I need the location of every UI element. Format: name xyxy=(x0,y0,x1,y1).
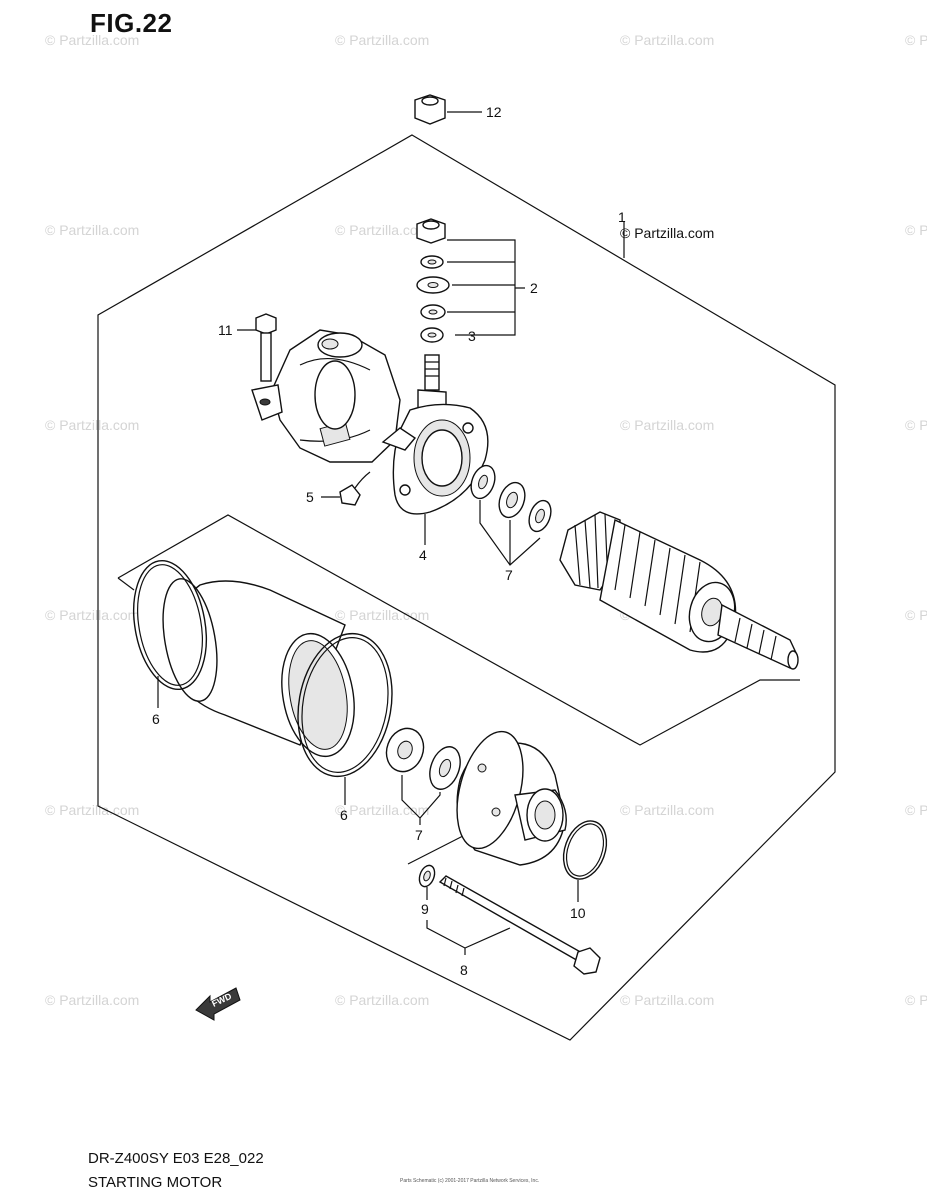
part-6-o-ring-left xyxy=(133,559,207,708)
watermark: © Partzilla.com xyxy=(620,992,714,1008)
part-6-o-ring-right xyxy=(297,632,393,805)
watermark: © Partzilla.com xyxy=(335,32,429,48)
armature xyxy=(559,511,799,670)
watermark: © Partzilla.com xyxy=(620,417,714,433)
watermark: © Partzilla.com xyxy=(335,992,429,1008)
callout-11: 11 xyxy=(218,322,233,338)
watermark: © Partzilla.com xyxy=(335,607,429,623)
callout-6: 6 xyxy=(152,711,160,727)
callout-7: 7 xyxy=(505,567,513,583)
watermark: © Partzilla.com xyxy=(45,802,139,818)
callout-1: 1 xyxy=(618,209,626,225)
callout-2: 2 xyxy=(530,280,538,296)
watermark: © Partzilla.com xyxy=(45,607,139,623)
part-5-brush-spring xyxy=(321,471,371,506)
part-2-washer-stack xyxy=(416,218,525,343)
watermark: © Partzilla.com xyxy=(620,802,714,818)
copyright-fine-print: Parts Schematic (c) 2001-2017 Partzilla … xyxy=(400,1178,540,1184)
callout-12: 12 xyxy=(486,104,502,120)
callout-7b: 7 xyxy=(415,827,423,843)
part-7-thrust-washers-upper xyxy=(470,464,552,566)
assembly-boundary xyxy=(97,134,836,1041)
assembly-watermark-label: © Partzilla.com xyxy=(620,225,714,241)
yoke-motor-case xyxy=(162,578,355,758)
fwd-direction-arrow: FWD xyxy=(195,987,241,1021)
watermark: © Partzilla.com xyxy=(905,417,927,433)
watermark: © Partzilla.com xyxy=(45,222,139,238)
part-11-bolt xyxy=(237,313,277,382)
watermark: © Partzilla.com xyxy=(335,222,429,238)
front-housing xyxy=(456,730,567,866)
watermark: © Partzilla.com xyxy=(905,32,927,48)
callout-10: 10 xyxy=(570,905,586,921)
callout-9: 9 xyxy=(421,901,429,917)
part-8-through-bolt xyxy=(426,875,601,975)
part-10-o-ring xyxy=(562,820,608,902)
watermark: © Partzilla.com xyxy=(905,992,927,1008)
watermark: © Partzilla.com xyxy=(905,607,927,623)
part-4-brush-plate xyxy=(381,354,489,545)
watermark: © Partzilla.com xyxy=(905,222,927,238)
figure-title: FIG.22 xyxy=(90,8,173,38)
callout-4: 4 xyxy=(419,547,427,563)
watermark: © Partzilla.com xyxy=(45,417,139,433)
diagram-caption: STARTING MOTOR xyxy=(88,1174,223,1191)
model-code: DR-Z400SY E03 E28_022 xyxy=(88,1150,264,1167)
rear-end-cover xyxy=(251,329,401,463)
part-7-thrust-washers-lower xyxy=(385,727,461,825)
callout-8: 8 xyxy=(460,962,468,978)
callout-6b: 6 xyxy=(340,807,348,823)
part-9-washer xyxy=(418,864,436,900)
watermark: © Partzilla.com xyxy=(905,802,927,818)
watermark: © Partzilla.com xyxy=(45,992,139,1008)
watermark: © Partzilla.com xyxy=(620,32,714,48)
part-12-nut xyxy=(414,94,482,125)
callout-3: 3 xyxy=(468,328,476,344)
watermark: © Partzilla.com xyxy=(45,32,139,48)
watermark: © Partzilla.com xyxy=(335,802,429,818)
callout-5: 5 xyxy=(306,489,314,505)
